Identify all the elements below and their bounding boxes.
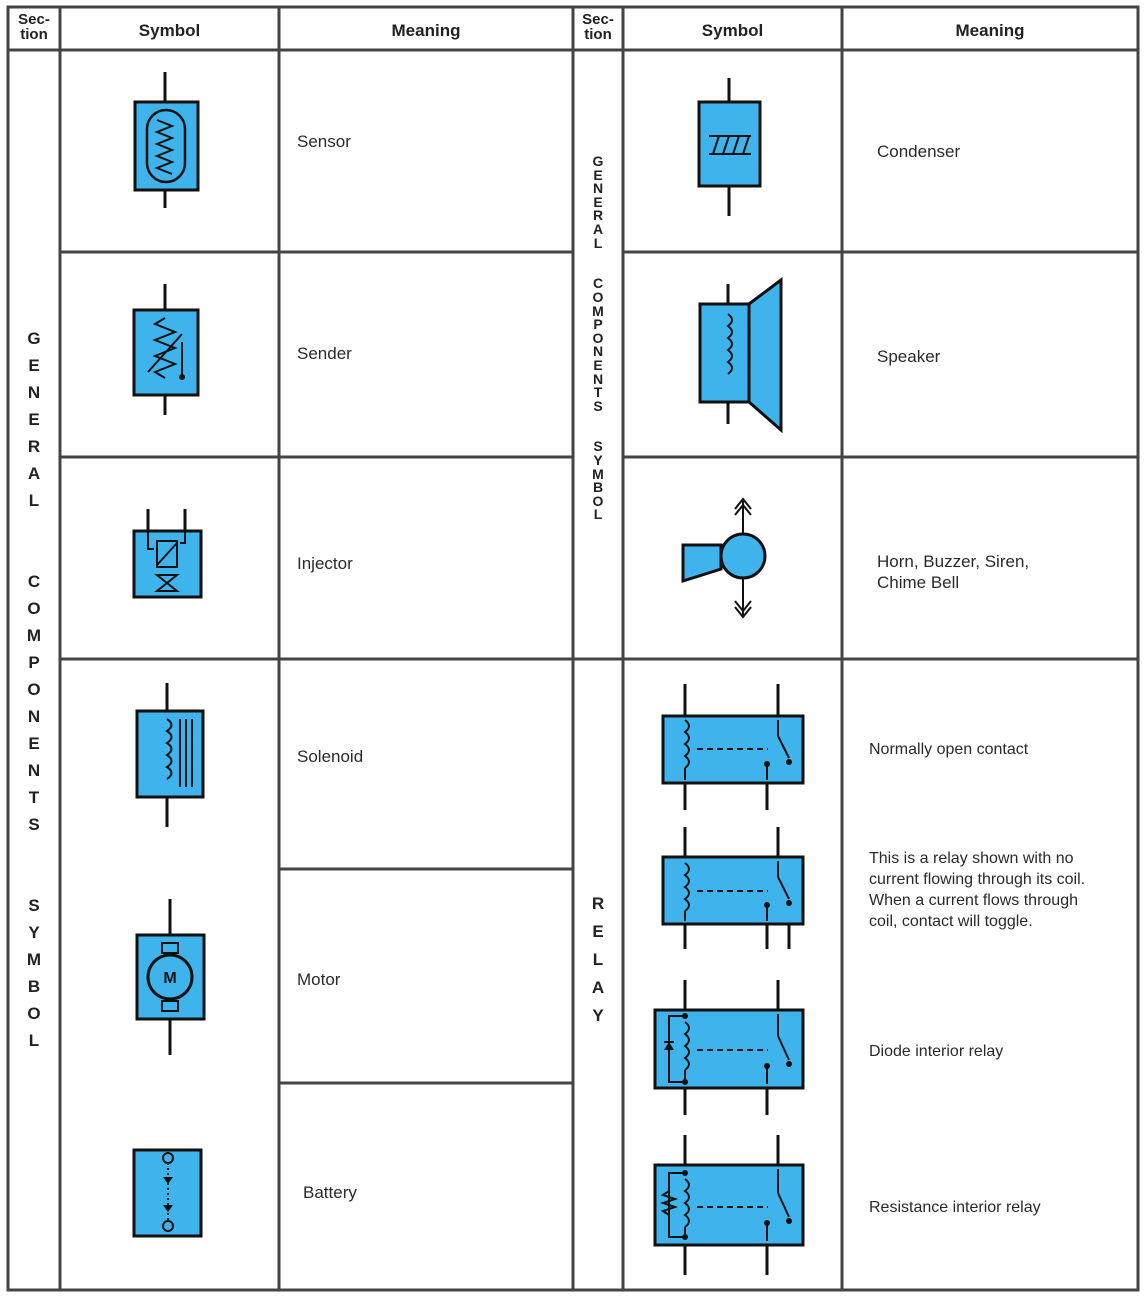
section-letter: E <box>28 356 40 375</box>
section-letter: O <box>592 288 604 305</box>
header-meaning-right: Meaning <box>955 21 1025 40</box>
section-letter: Y <box>592 1006 604 1025</box>
sender-icon <box>132 284 200 415</box>
meaning-diode-relay: Diode interior relay <box>869 1043 1004 1060</box>
relay-resistance-icon <box>653 1135 805 1275</box>
meaning-speaker: Speaker <box>877 347 941 366</box>
meaning-injector: Injector <box>297 554 353 573</box>
section-letter: Y <box>593 452 603 469</box>
sensor-icon <box>133 72 200 208</box>
solenoid-icon <box>135 683 205 827</box>
section-letter: B <box>27 977 41 996</box>
section-letter: A <box>591 978 605 997</box>
header-meaning-left: Meaning <box>391 21 461 40</box>
section-letter: A <box>592 220 604 237</box>
section-letter: R <box>591 894 605 913</box>
section-letter <box>586 412 610 426</box>
section-letter: E <box>593 193 603 210</box>
section-letter: R <box>592 207 604 224</box>
section-letter: A <box>27 464 41 483</box>
injector-icon <box>132 509 203 599</box>
motor-letter: M <box>163 970 176 987</box>
section-letter: B <box>592 479 604 496</box>
meaning-horn: Horn, Buzzer, Siren, Chime Bell <box>877 552 1030 592</box>
meaning-condenser: Condenser <box>877 142 961 161</box>
section-letter: M <box>592 302 604 319</box>
section-letter: O <box>27 599 41 618</box>
section-letter: G <box>592 153 604 169</box>
section-letter: L <box>592 950 604 969</box>
section-letter: M <box>26 950 42 969</box>
meaning-normally-open: Normally open contact <box>869 741 1029 758</box>
section-letter: O <box>27 680 41 699</box>
relay-no-current-icon <box>661 827 805 949</box>
section-letter: N <box>592 370 604 387</box>
meaning-resistance-relay: Resistance interior relay <box>869 1199 1041 1216</box>
meaning-relay-no-current: This is a relay shown with no current fl… <box>869 850 1086 930</box>
section-letter: S <box>28 896 40 915</box>
section-letter: P <box>593 316 603 333</box>
section-letter: N <box>27 761 41 780</box>
meaning-sensor: Sensor <box>297 132 351 151</box>
section-letter: L <box>28 491 40 510</box>
header-section-right: Sec- tion <box>582 11 614 43</box>
section-letter: L <box>28 1031 40 1050</box>
section-letter: M <box>592 465 604 482</box>
section-letter: E <box>592 922 604 941</box>
section-letter: E <box>593 356 603 373</box>
section-letter: S <box>593 438 603 455</box>
section-letter <box>22 519 46 546</box>
section-letter: E <box>28 734 40 753</box>
section-letter: N <box>27 383 41 402</box>
motor-icon: M <box>135 899 206 1055</box>
relay-normally-open-icon <box>661 684 805 810</box>
section-letter <box>586 426 610 440</box>
battery-icon <box>132 1148 203 1238</box>
section-letter: C <box>27 572 41 591</box>
condenser-icon <box>697 78 762 216</box>
section-letter: N <box>27 707 41 726</box>
section-letter: O <box>592 492 604 509</box>
meaning-motor: Motor <box>297 970 341 989</box>
section-letter: O <box>27 1004 41 1023</box>
section-letter <box>22 870 46 897</box>
section-letter: E <box>593 166 603 183</box>
meaning-battery: Battery <box>303 1183 357 1202</box>
header-section-left: Sec- tion <box>18 11 50 43</box>
section-letter: T <box>28 788 40 807</box>
section-letter: L <box>593 234 603 251</box>
section-letter <box>586 249 610 263</box>
meaning-sender: Sender <box>297 344 352 363</box>
section-letter <box>586 263 610 277</box>
header-symbol-left: Symbol <box>138 21 201 40</box>
speaker-icon <box>698 277 783 434</box>
section-letter: C <box>592 275 604 292</box>
section-letter <box>22 843 46 870</box>
section-letter: O <box>592 329 604 346</box>
section-letter: R <box>27 437 41 456</box>
section-letter: E <box>28 410 40 429</box>
horn-icon <box>681 497 767 619</box>
section-letter: N <box>592 180 604 197</box>
section-letter: N <box>592 343 604 360</box>
section-letter: S <box>593 397 603 414</box>
meaning-solenoid: Solenoid <box>297 747 364 766</box>
section-letter: P <box>28 653 40 672</box>
section-letter: T <box>593 384 603 401</box>
section-letter <box>22 546 46 573</box>
section-letter: G <box>27 329 41 348</box>
section-letter: Y <box>28 923 40 942</box>
section-letter: L <box>593 506 603 523</box>
relay-diode-icon <box>653 980 805 1115</box>
section-letter: S <box>28 815 40 834</box>
header-symbol-right: Symbol <box>701 21 764 40</box>
section-letter: M <box>26 626 42 645</box>
